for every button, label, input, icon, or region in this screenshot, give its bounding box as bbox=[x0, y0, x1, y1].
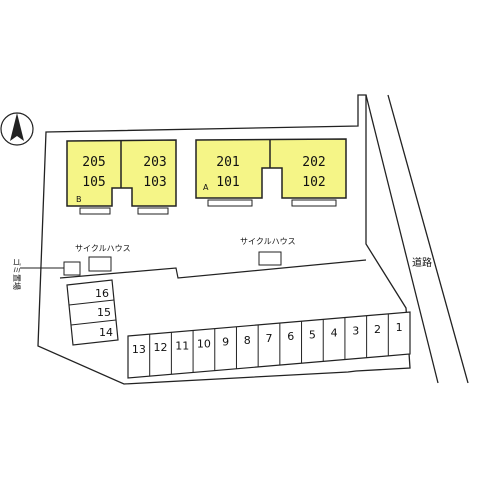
north-arrow-icon bbox=[0, 112, 34, 146]
parking-6: 6 bbox=[287, 330, 294, 343]
parking-bottom-outline bbox=[127, 311, 411, 379]
building-a: 201 101 A 202 102 bbox=[195, 138, 347, 207]
parking-11: 11 bbox=[175, 339, 189, 352]
parking-13: 13 bbox=[132, 343, 146, 356]
parking-bottom: 13 12 11 10 9 8 7 6 5 4 3 2 1 bbox=[127, 311, 411, 379]
parking-7: 7 bbox=[266, 332, 273, 345]
parking-4: 4 bbox=[331, 326, 338, 339]
parking-15: 15 bbox=[97, 306, 111, 319]
unit-203: 203 bbox=[143, 155, 166, 170]
parking-3: 3 bbox=[352, 325, 359, 338]
road-edge-right bbox=[387, 94, 469, 384]
parking-left: 16 15 14 bbox=[66, 279, 119, 346]
parking-2: 2 bbox=[374, 323, 381, 336]
unit-205: 205 bbox=[82, 155, 105, 170]
parking-14: 14 bbox=[99, 326, 113, 339]
road-label: 道路 bbox=[412, 256, 432, 269]
parking-12: 12 bbox=[154, 341, 168, 354]
parking-5: 5 bbox=[309, 328, 316, 341]
cycle-house-left bbox=[88, 256, 112, 272]
unit-105: 105 bbox=[82, 175, 105, 190]
unit-201: 201 bbox=[216, 155, 239, 170]
parking-8: 8 bbox=[244, 334, 251, 347]
unit-102: 102 bbox=[302, 175, 325, 190]
parking-9: 9 bbox=[222, 336, 229, 349]
cycle-house-left-label: サイクルハウス bbox=[75, 244, 131, 253]
unit-101: 101 bbox=[216, 175, 239, 190]
garbage-label: ゴミ置場 bbox=[12, 258, 22, 290]
parking-16: 16 bbox=[95, 287, 109, 300]
cycle-house-right bbox=[258, 251, 282, 266]
garbage-area bbox=[63, 261, 81, 276]
road-edge-left bbox=[365, 94, 439, 384]
building-b-letter: B bbox=[76, 195, 82, 204]
building-a-letter: A bbox=[203, 183, 209, 192]
parking-1: 1 bbox=[396, 321, 403, 334]
building-b: 205 105 B 203 103 bbox=[66, 139, 177, 215]
cycle-house-right-label: サイクルハウス bbox=[240, 237, 296, 246]
unit-103: 103 bbox=[143, 175, 166, 190]
parking-10: 10 bbox=[197, 338, 211, 351]
unit-202: 202 bbox=[302, 155, 325, 170]
driveway-line bbox=[59, 259, 367, 279]
